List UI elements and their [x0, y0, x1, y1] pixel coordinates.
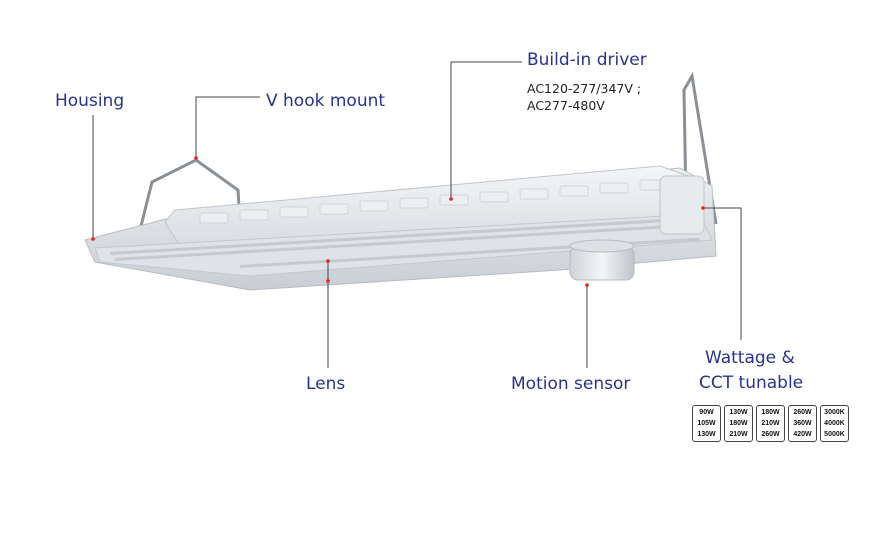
spec-cell: 90W	[699, 409, 714, 416]
marker-wattage	[701, 206, 705, 210]
spec-cell: 210W	[761, 420, 780, 427]
spec-cell: 5000K	[824, 431, 845, 438]
label-build-in-driver: Build-in driver	[527, 50, 647, 70]
spec-cell: 180W	[761, 409, 780, 416]
heat-sink-fins	[199, 179, 669, 224]
label-wattage: Wattage &	[705, 348, 795, 368]
marker-housing	[91, 237, 95, 241]
leader-driver	[450, 61, 522, 198]
v-hook-left	[136, 158, 242, 239]
marker-dots	[91, 156, 705, 287]
driver-voltage-line-1: AC120-277/347V ;	[527, 81, 642, 96]
spec-column: 130W 180W 210W	[724, 405, 753, 442]
spec-column: 260W 360W 420W	[788, 405, 817, 442]
label-v-hook-mount: V hook mount	[266, 91, 386, 111]
spec-cell: 260W	[761, 431, 780, 438]
driver-voltage-line-2: AC277-480V	[527, 98, 605, 113]
spec-cell: 130W	[729, 409, 748, 416]
spec-cell: 4000K	[824, 420, 845, 427]
lens-strip	[94, 213, 713, 277]
label-lens: Lens	[306, 374, 346, 394]
leader-v-hook	[195, 96, 260, 157]
spec-cell: 180W	[729, 420, 748, 427]
spec-cell: 260W	[793, 409, 812, 416]
marker-driver	[449, 197, 453, 201]
wattage-cct-table: 90W 105W 130W 130W 180W 210W 180W 210W 2…	[692, 405, 849, 442]
motion-sensor-device	[569, 239, 635, 281]
v-hook-right	[682, 71, 718, 225]
leader-wattage	[703, 207, 742, 340]
marker-lens-top	[326, 259, 330, 263]
spec-cell: 210W	[729, 431, 748, 438]
spec-cell: 130W	[697, 431, 716, 438]
spec-column: 90W 105W 130W	[692, 405, 721, 442]
label-housing: Housing	[55, 91, 125, 111]
marker-lens	[326, 279, 330, 283]
marker-sensor	[585, 283, 589, 287]
label-cct-tunable: CCT tunable	[699, 373, 804, 393]
spec-cell: 360W	[793, 420, 812, 427]
spec-column: 180W 210W 260W	[756, 405, 785, 442]
spec-column: 3000K 4000K 5000K	[820, 405, 849, 442]
spec-cell: 420W	[793, 431, 812, 438]
spec-cell: 105W	[697, 420, 716, 427]
driver-box	[659, 175, 705, 235]
spec-cell: 3000K	[824, 409, 845, 416]
marker-v-hook	[194, 156, 198, 160]
high-bay-light-fixture	[84, 71, 718, 291]
label-motion-sensor: Motion sensor	[511, 374, 631, 394]
